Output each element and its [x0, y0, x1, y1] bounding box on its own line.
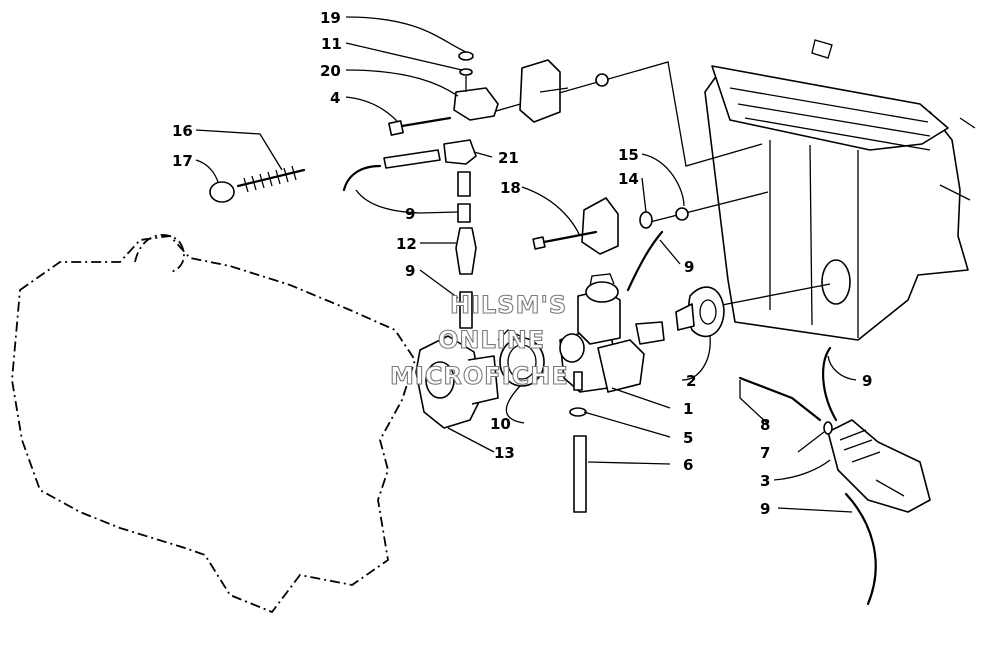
hose-9-right [822, 346, 838, 422]
callout-19: 19 [320, 9, 341, 27]
drain-tube-6 [573, 435, 587, 513]
drain-nipple [573, 371, 583, 391]
hose-clip-5 [569, 407, 587, 417]
nut-19 [458, 51, 474, 61]
mount-block-upper [519, 59, 561, 123]
bolt-18 [532, 230, 598, 250]
callout-9-lower: 9 [760, 500, 770, 518]
fuel-fitting [443, 139, 477, 165]
callout-7: 7 [760, 444, 770, 462]
washer-11 [459, 68, 473, 76]
air-silencer-box [704, 39, 976, 341]
choke-bracket [453, 87, 499, 121]
callout-3: 3 [760, 472, 770, 490]
reference-line-middle [649, 191, 769, 223]
callout-labels: 19 11 20 4 16 17 21 9 18 15 14 12 9 9 2 … [172, 9, 872, 518]
callout-leaders [195, 16, 857, 513]
grommet-upper [595, 73, 609, 87]
callout-9-upper: 9 [405, 205, 415, 223]
watermark: HILSM'S ONLINE MICROFICHE [389, 290, 569, 390]
callout-5: 5 [683, 429, 693, 447]
spring-16 [236, 165, 306, 193]
reference-line-top [481, 61, 763, 167]
watermark-line-3: MICROFICHE [390, 362, 569, 390]
callout-16: 16 [172, 122, 193, 140]
tube-straight-upper [383, 149, 441, 169]
watermark-line-1: HILSM'S [450, 291, 567, 319]
callout-18: 18 [500, 179, 521, 197]
mount-block-lower [581, 197, 619, 255]
hose-upper-left [342, 164, 382, 192]
callout-1: 1 [683, 400, 693, 418]
hose-9-lower [844, 492, 877, 606]
callout-17: 17 [172, 152, 193, 170]
callout-13: 13 [494, 444, 515, 462]
callout-4: 4 [330, 89, 340, 107]
clamp-10 [497, 329, 545, 387]
callout-9-carb: 9 [684, 258, 694, 276]
bolt-4 [388, 116, 452, 136]
hose-clip-7 [823, 421, 833, 435]
fuel-pump [827, 419, 931, 513]
short-tube-c [459, 291, 473, 329]
hose-8 [738, 376, 822, 422]
engine-phantom-outline [11, 234, 416, 614]
intake-flange [415, 335, 499, 429]
clip-17 [209, 181, 235, 203]
grommet-15 [675, 207, 689, 221]
callout-2: 2 [686, 372, 696, 390]
callout-10: 10 [490, 415, 511, 433]
short-tube-b [457, 203, 471, 223]
short-tube-a [457, 171, 471, 197]
callout-6: 6 [683, 456, 693, 474]
inline-fuel-filter [455, 227, 477, 275]
callout-11: 11 [321, 35, 342, 53]
callout-9-right: 9 [862, 372, 872, 390]
spacer-14 [639, 211, 653, 229]
callout-8: 8 [760, 416, 770, 434]
callout-15: 15 [618, 146, 639, 164]
callout-14: 14 [618, 170, 639, 188]
carburetor [559, 230, 665, 393]
callout-21: 21 [498, 149, 519, 167]
watermark-line-2: ONLINE [438, 326, 545, 354]
callout-20: 20 [320, 62, 341, 80]
air-intake-boot [675, 286, 725, 338]
reference-line-lower [721, 283, 831, 306]
callout-12: 12 [396, 235, 417, 253]
callout-9-middle: 9 [405, 262, 415, 280]
